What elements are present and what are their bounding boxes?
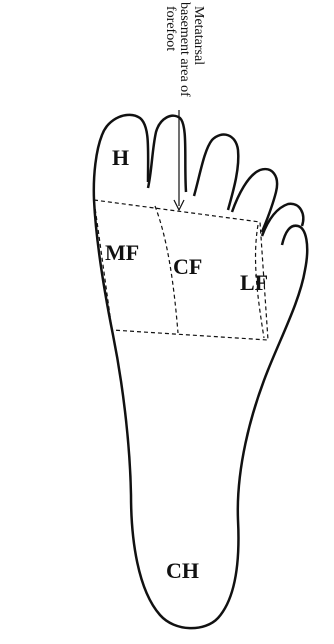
label-hallux: H bbox=[112, 145, 129, 170]
label-heel: CH bbox=[166, 558, 199, 583]
second-toe-outline bbox=[148, 116, 186, 192]
label-medial-forefoot: MF bbox=[105, 240, 139, 265]
third-toe-outline bbox=[194, 135, 238, 210]
fourth-toe-outline bbox=[232, 169, 277, 232]
label-lateral-forefoot: LF bbox=[240, 270, 268, 295]
annotation-line-3: forefoot bbox=[163, 6, 178, 51]
annotation-line-1: Metatarsal bbox=[191, 6, 206, 65]
annotation-line-2: basement area of bbox=[177, 2, 192, 97]
little-toe-outline bbox=[262, 204, 303, 236]
label-central-forefoot: CF bbox=[173, 254, 202, 279]
